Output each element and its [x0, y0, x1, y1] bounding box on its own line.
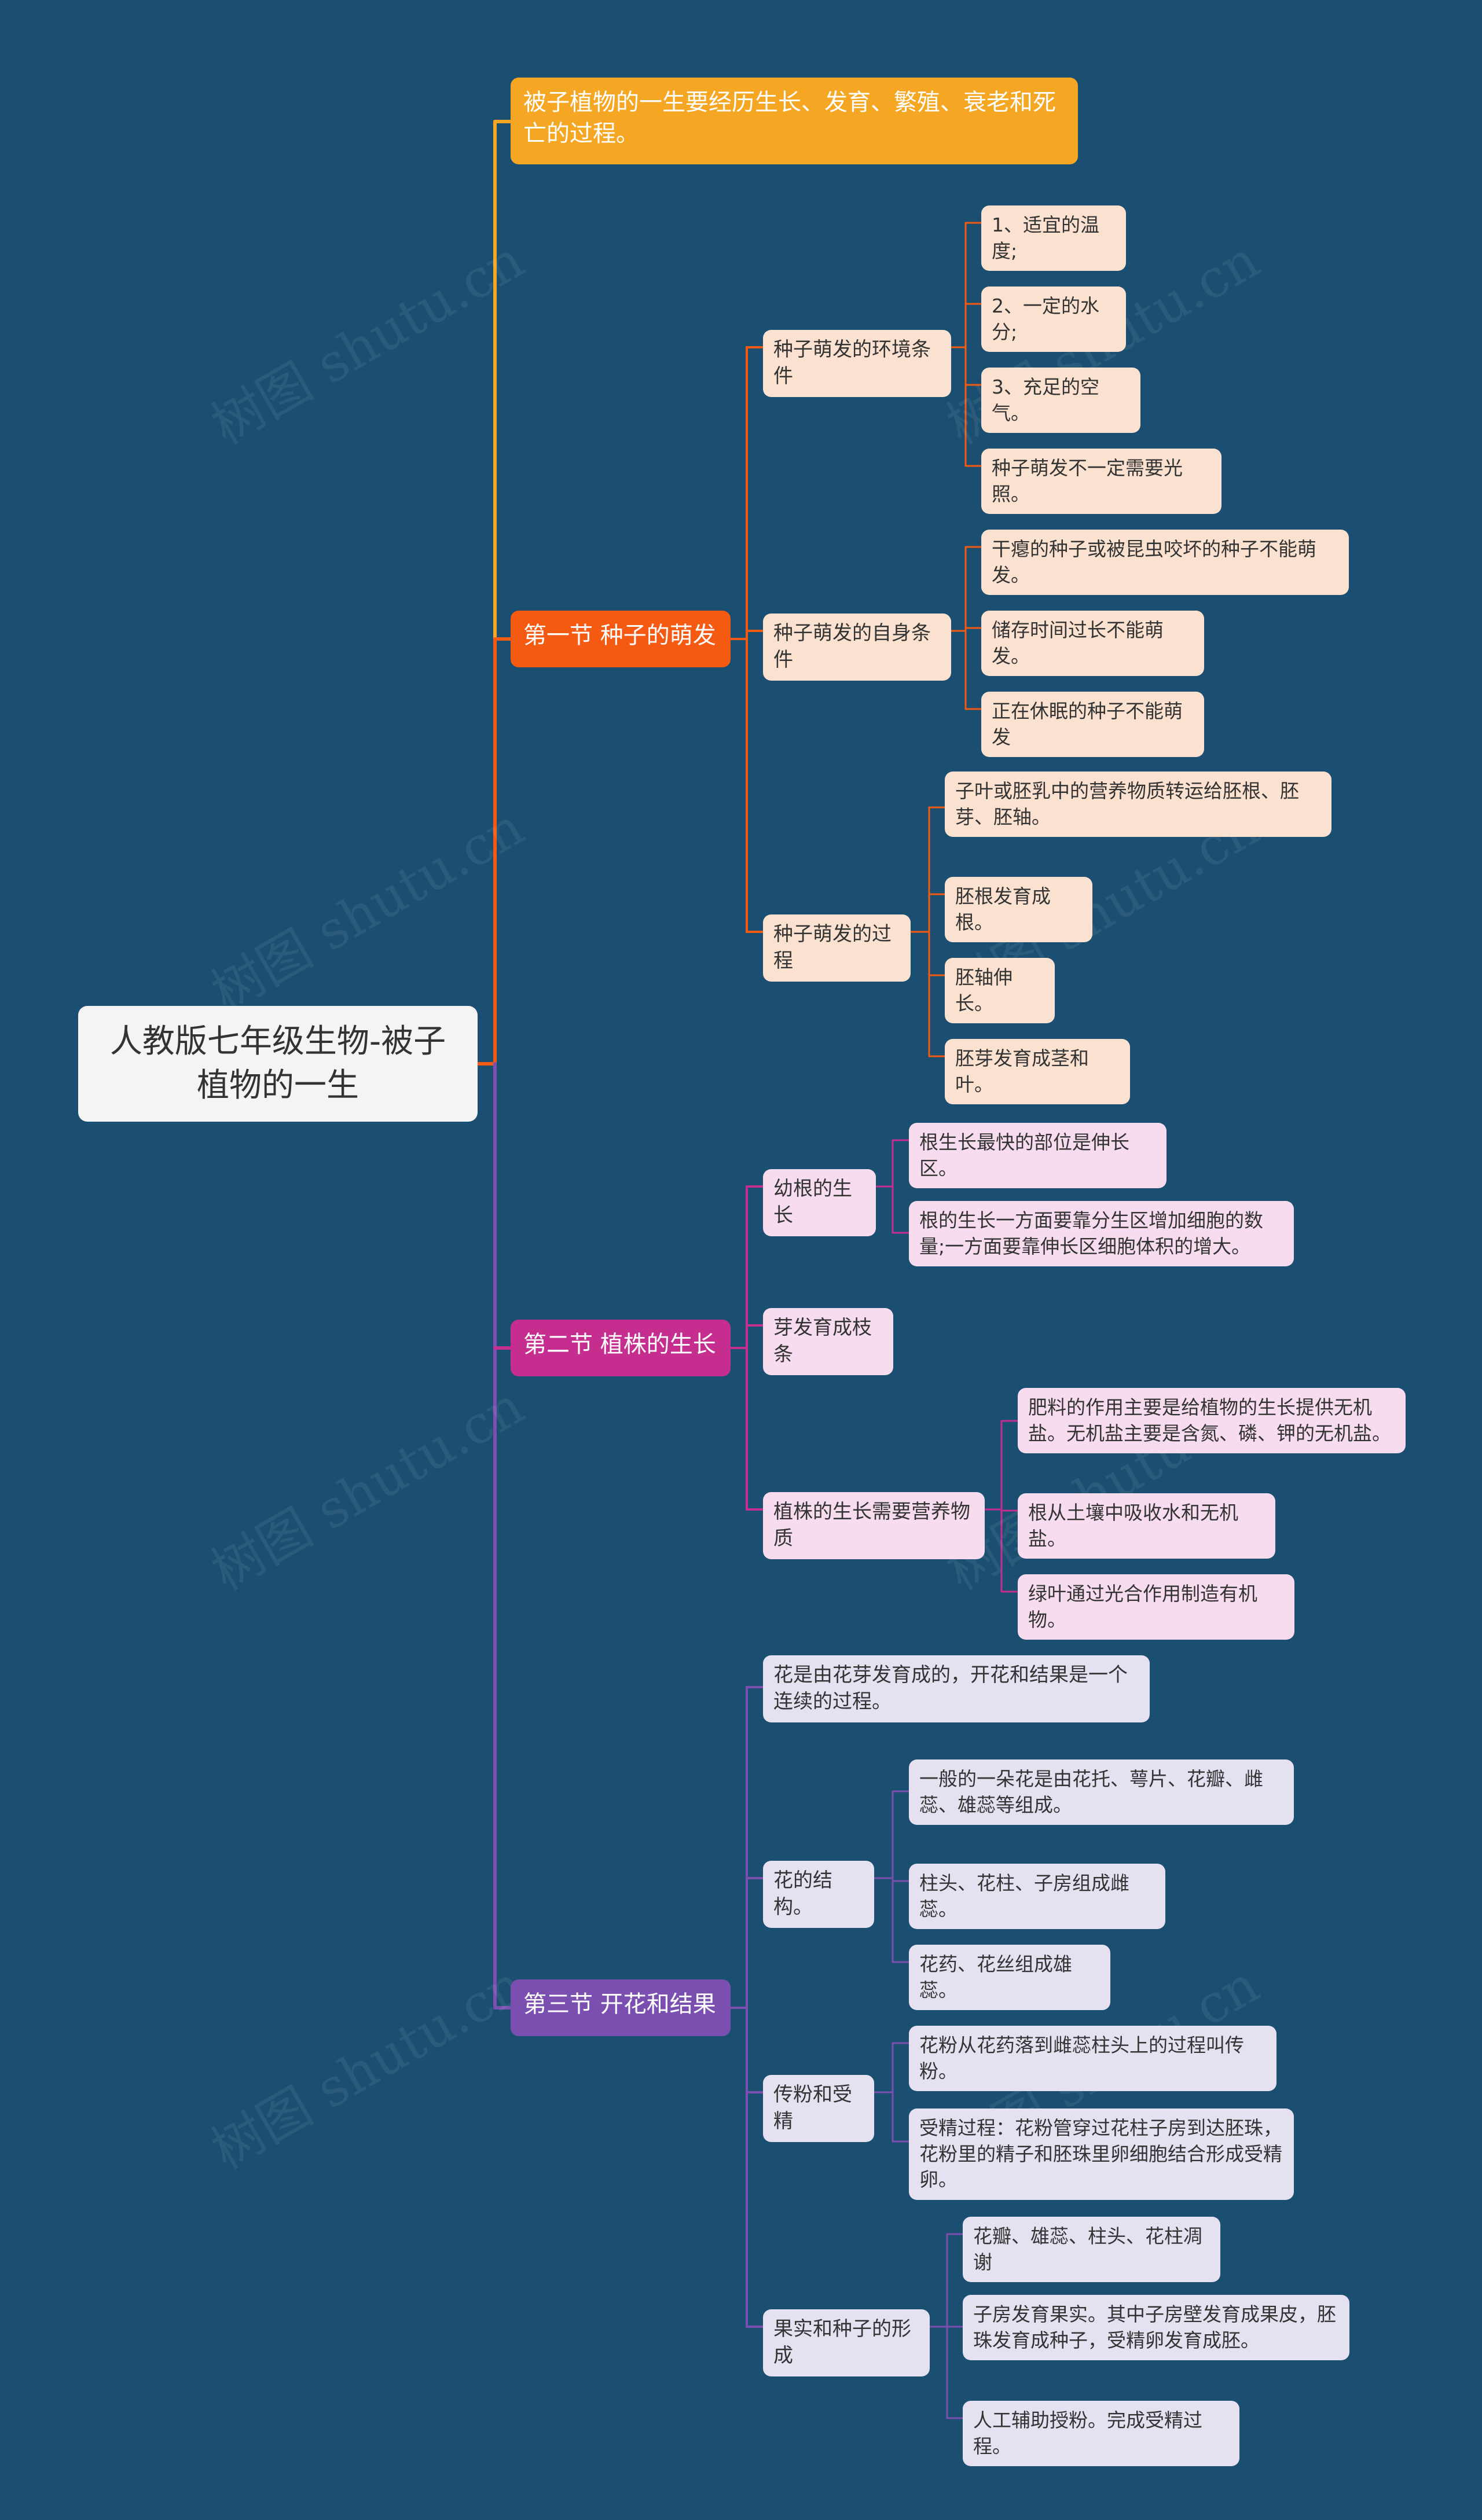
leaf-text: 根从土壤中吸收水和无机盐。	[1028, 1501, 1238, 1550]
branch-label: 花的结构。	[773, 1869, 832, 1919]
s1-leaf[interactable]: 3、充足的空气。	[981, 368, 1140, 434]
leaf-text: 绿叶通过光合作用制造有机物。	[1028, 1582, 1257, 1631]
branch-label: 种子萌发的自身条件	[773, 622, 931, 671]
leaf-text: 根的生长一方面要靠分生区增加细胞的数量;一方面要靠伸长区细胞体积的增大。	[919, 1209, 1263, 1258]
s2-leaf[interactable]: 绿叶通过光合作用制造有机物。	[1018, 1574, 1294, 1640]
s2-branch-young-root[interactable]: 幼根的生长	[763, 1169, 876, 1236]
s2-leaf[interactable]: 根的生长一方面要靠分生区增加细胞的数量;一方面要靠伸长区细胞体积的增大。	[909, 1201, 1294, 1267]
leaf-text: 储存时间过长不能萌发。	[992, 619, 1164, 667]
s2-leaf[interactable]: 根从土壤中吸收水和无机盐。	[1018, 1493, 1275, 1559]
branch-label: 花是由花芽发育成的，开花和结果是一个连续的过程。	[773, 1663, 1128, 1713]
s3-leaf[interactable]: 受精过程：花粉管穿过花柱子房到达胚珠，花粉里的精子和胚珠里卵细胞结合形成受精卵。	[909, 2108, 1294, 2200]
s3-leaf[interactable]: 花粉从花药落到雌蕊柱头上的过程叫传粉。	[909, 2026, 1276, 2092]
branch-label: 传粉和受精	[773, 2083, 852, 2133]
branch-label: 幼根的生长	[773, 1177, 852, 1227]
leaf-text: 一般的一朵花是由花托、萼片、花瓣、雌蕊、雄蕊等组成。	[919, 1768, 1263, 1816]
s3-leaf[interactable]: 子房发育果实。其中子房壁发育成果皮，胚珠发育成种子，受精卵发育成胚。	[963, 2295, 1349, 2361]
leaf-text: 人工辅助授粉。完成受精过程。	[973, 2409, 1202, 2457]
s1-leaf[interactable]: 1、适宜的温度;	[981, 205, 1126, 271]
s2-leaf[interactable]: 根生长最快的部位是伸长区。	[909, 1123, 1166, 1189]
leaf-text: 花瓣、雄蕊、柱头、花柱凋谢	[973, 2225, 1202, 2273]
leaf-text: 柱头、花柱、子房组成雌蕊。	[919, 1872, 1129, 1920]
leaf-text: 胚根发育成根。	[955, 885, 1051, 934]
s1-leaf[interactable]: 种子萌发不一定需要光照。	[981, 449, 1221, 515]
s3-branch-flower-bud[interactable]: 花是由花芽发育成的，开花和结果是一个连续的过程。	[763, 1655, 1150, 1722]
s3-leaf[interactable]: 人工辅助授粉。完成受精过程。	[963, 2401, 1239, 2467]
s1-leaf[interactable]: 胚芽发育成茎和叶。	[945, 1039, 1130, 1105]
s3-leaf[interactable]: 花瓣、雄蕊、柱头、花柱凋谢	[963, 2217, 1220, 2283]
leaf-text: 根生长最快的部位是伸长区。	[919, 1131, 1129, 1180]
branch-label: 种子萌发的环境条件	[773, 338, 931, 388]
s1-leaf[interactable]: 2、一定的水分;	[981, 286, 1126, 352]
leaf-text: 肥料的作用主要是给植物的生长提供无机盐。无机盐主要是含氮、磷、钾的无机盐。	[1028, 1396, 1391, 1445]
s3-leaf[interactable]: 一般的一朵花是由花托、萼片、花瓣、雌蕊、雄蕊等组成。	[909, 1759, 1294, 1825]
leaf-text: 胚轴伸长。	[955, 966, 1013, 1015]
intro-topic-text: 被子植物的一生要经历生长、发育、繁殖、衰老和死亡的过程。	[523, 89, 1056, 147]
leaf-text: 种子萌发不一定需要光照。	[992, 457, 1183, 505]
root-topic[interactable]: 人教版七年级生物-被子植物的一生	[78, 1006, 478, 1122]
s2-branch-bud[interactable]: 芽发育成枝条	[763, 1308, 893, 1375]
section-1-title: 第一节 种子的萌发	[523, 622, 716, 649]
s1-branch-process[interactable]: 种子萌发的过程	[763, 914, 911, 982]
s1-leaf[interactable]: 胚根发育成根。	[945, 877, 1092, 943]
root-topic-text: 人教版七年级生物-被子植物的一生	[109, 1023, 446, 1104]
leaf-text: 子叶或胚乳中的营养物质转运给胚根、胚芽、胚轴。	[955, 780, 1299, 828]
s3-leaf[interactable]: 花药、花丝组成雄蕊。	[909, 1945, 1110, 2011]
intro-topic[interactable]: 被子植物的一生要经历生长、发育、繁殖、衰老和死亡的过程。	[511, 78, 1078, 164]
leaf-text: 胚芽发育成茎和叶。	[955, 1047, 1089, 1096]
s3-branch-flower-structure[interactable]: 花的结构。	[763, 1861, 874, 1928]
s1-leaf[interactable]: 储存时间过长不能萌发。	[981, 611, 1204, 677]
leaf-text: 花粉从花药落到雌蕊柱头上的过程叫传粉。	[919, 2034, 1244, 2082]
section-3-topic[interactable]: 第三节 开花和结果	[511, 1979, 731, 2036]
leaf-text: 1、适宜的温度;	[992, 214, 1099, 262]
s3-leaf[interactable]: 柱头、花柱、子房组成雌蕊。	[909, 1864, 1165, 1930]
branch-label: 芽发育成枝条	[773, 1316, 872, 1366]
leaf-text: 2、一定的水分;	[992, 295, 1099, 343]
s1-leaf[interactable]: 胚轴伸长。	[945, 958, 1055, 1024]
section-1-topic[interactable]: 第一节 种子的萌发	[511, 611, 731, 667]
leaf-text: 3、充足的空气。	[992, 376, 1099, 424]
leaf-text: 干瘪的种子或被昆虫咬坏的种子不能萌发。	[992, 538, 1316, 586]
branch-label: 植株的生长需要营养物质	[773, 1500, 970, 1550]
s2-branch-nutrients[interactable]: 植株的生长需要营养物质	[763, 1492, 985, 1559]
section-2-topic[interactable]: 第二节 植株的生长	[511, 1320, 731, 1376]
leaf-text: 正在休眠的种子不能萌发	[992, 700, 1183, 748]
s1-leaf[interactable]: 干瘪的种子或被昆虫咬坏的种子不能萌发。	[981, 530, 1349, 596]
s3-branch-pollination[interactable]: 传粉和受精	[763, 2075, 874, 2142]
leaf-text: 花药、花丝组成雄蕊。	[919, 1953, 1072, 2001]
s1-branch-self-conditions[interactable]: 种子萌发的自身条件	[763, 614, 951, 681]
s2-leaf[interactable]: 肥料的作用主要是给植物的生长提供无机盐。无机盐主要是含氮、磷、钾的无机盐。	[1018, 1388, 1406, 1454]
s1-branch-environment[interactable]: 种子萌发的环境条件	[763, 330, 951, 397]
s1-leaf[interactable]: 正在休眠的种子不能萌发	[981, 692, 1204, 758]
section-3-title: 第三节 开花和结果	[523, 1991, 716, 2018]
branch-label: 果实和种子的形成	[773, 2317, 911, 2367]
s3-branch-fruit-seed[interactable]: 果实和种子的形成	[763, 2309, 930, 2376]
leaf-text: 受精过程：花粉管穿过花柱子房到达胚珠，花粉里的精子和胚珠里卵细胞结合形成受精卵。	[919, 2117, 1282, 2191]
branch-label: 种子萌发的过程	[773, 923, 892, 972]
section-2-title: 第二节 植株的生长	[523, 1331, 716, 1358]
leaf-text: 子房发育果实。其中子房壁发育成果皮，胚珠发育成种子，受精卵发育成胚。	[973, 2303, 1336, 2352]
s1-leaf[interactable]: 子叶或胚乳中的营养物质转运给胚根、胚芽、胚轴。	[945, 772, 1331, 837]
